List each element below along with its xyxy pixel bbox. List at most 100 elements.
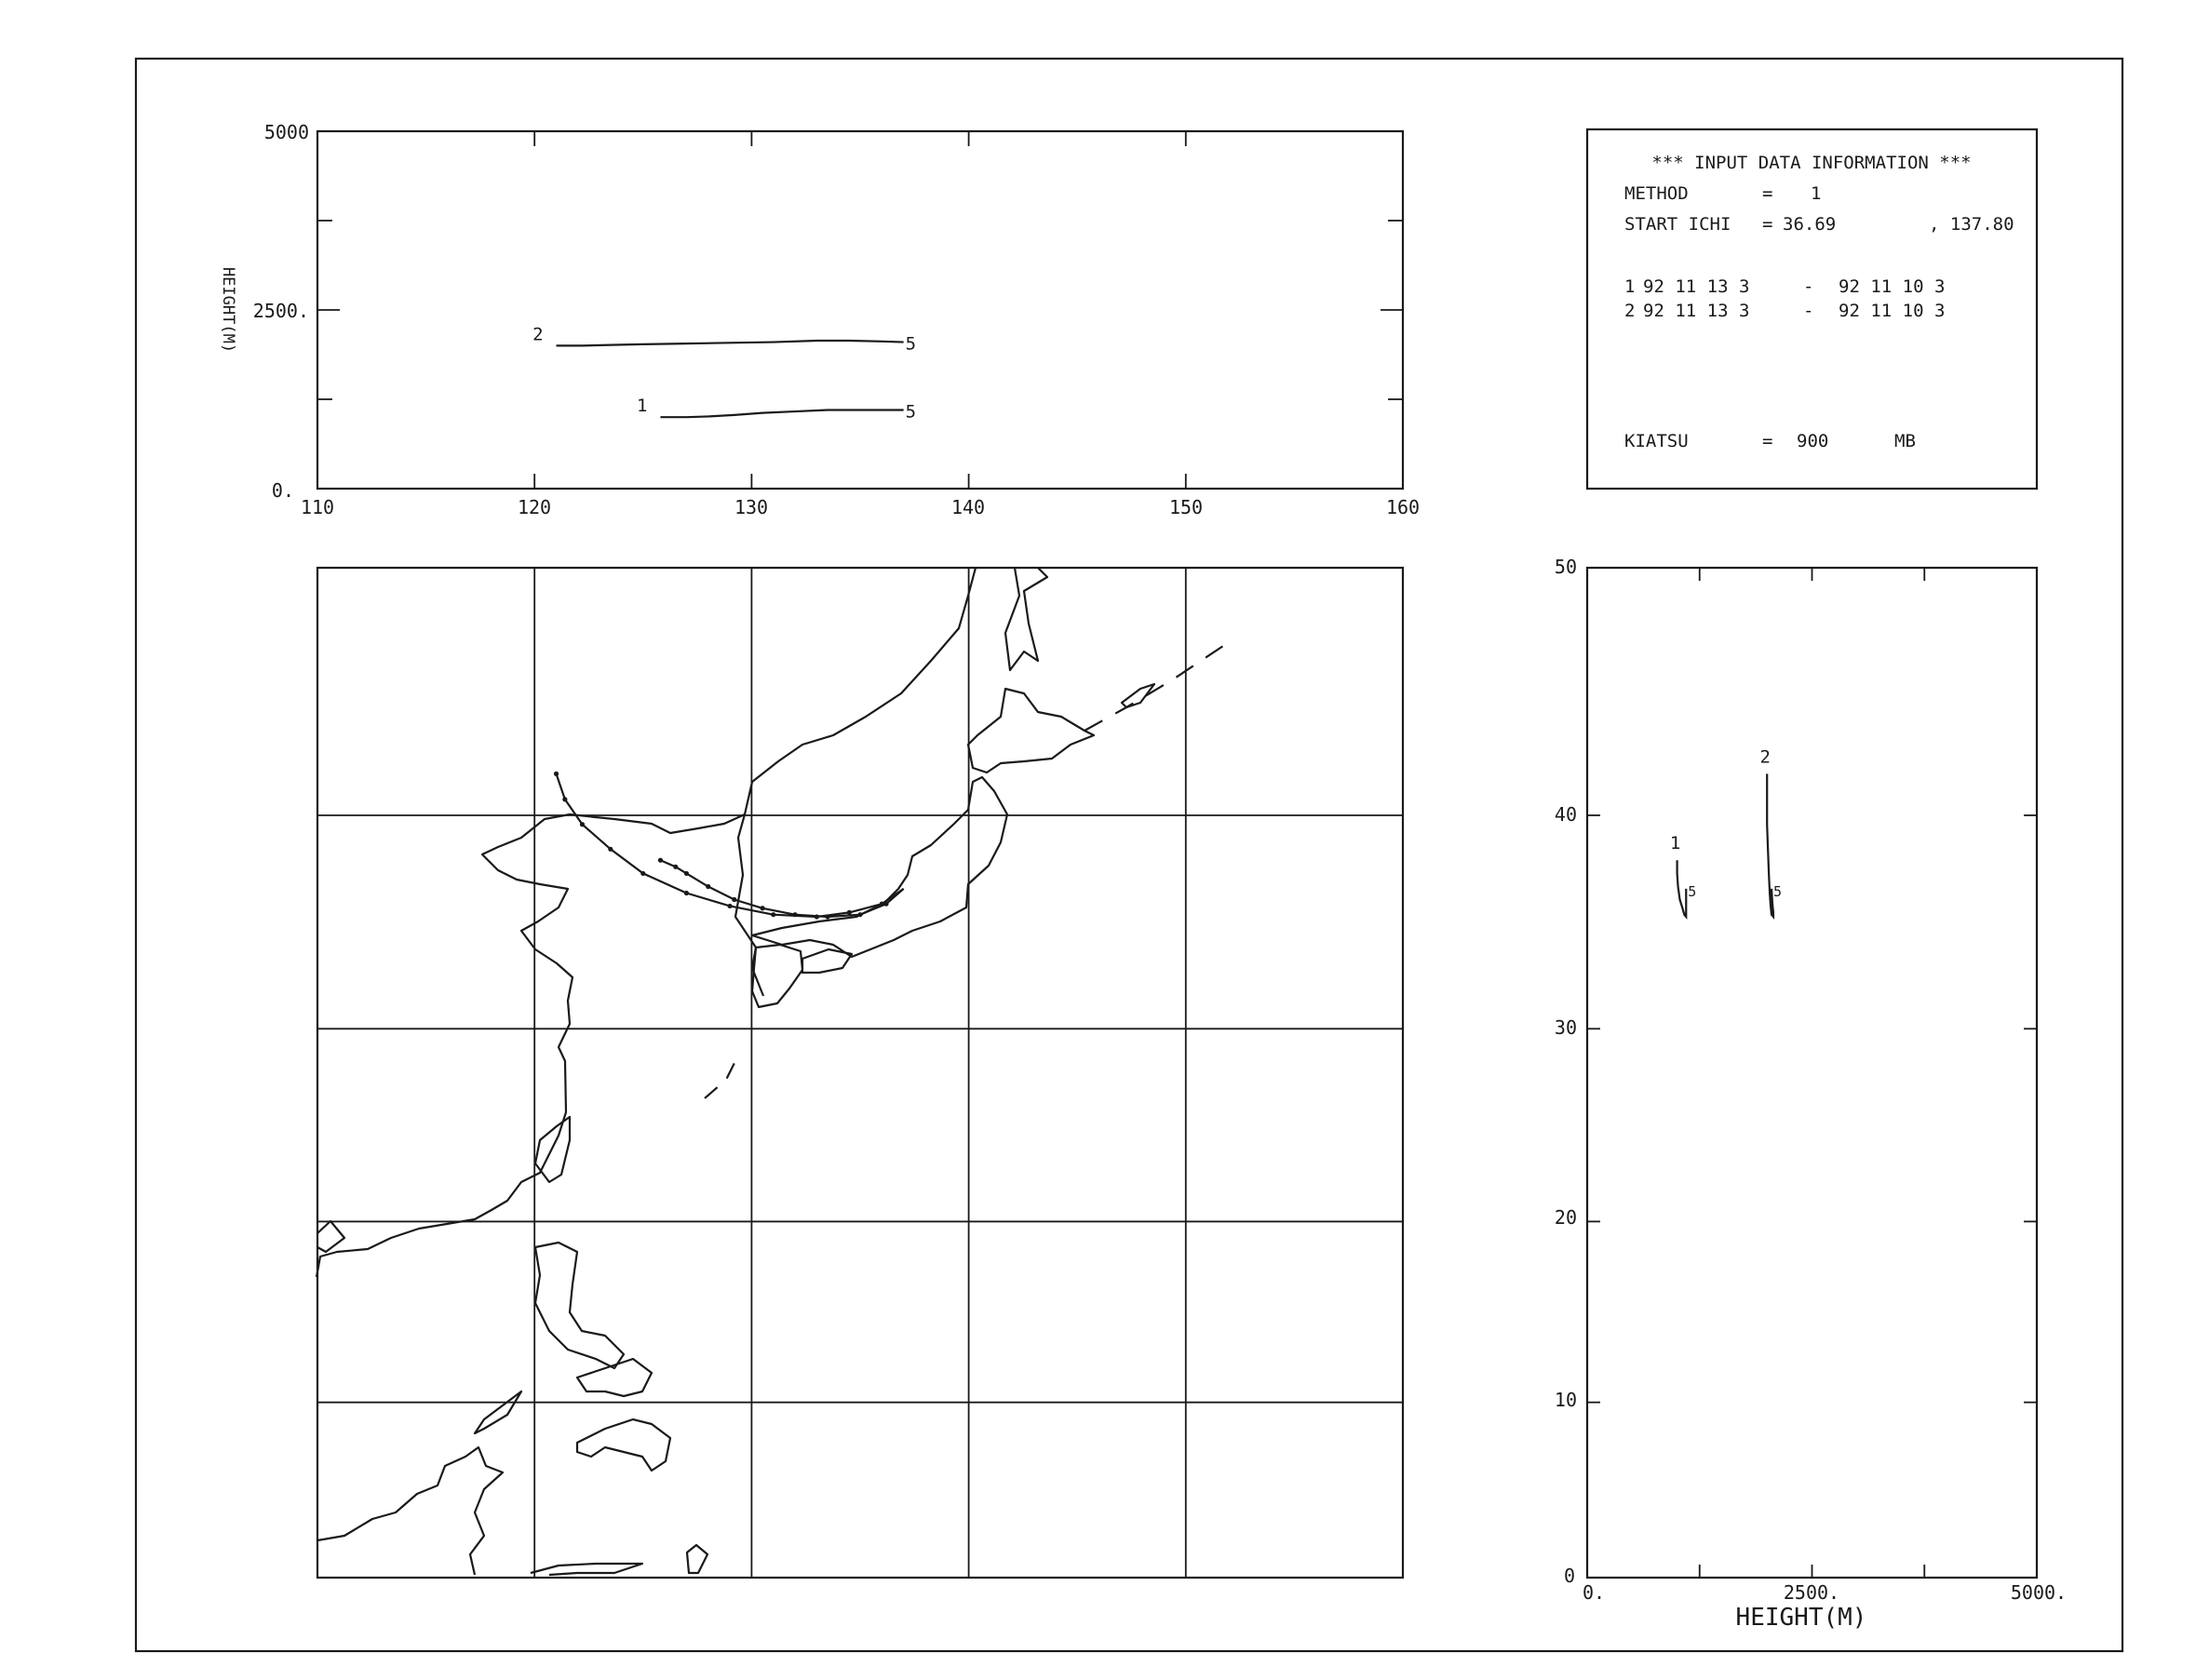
input-data-info-box: *** INPUT DATA INFORMATION *** METHOD = … bbox=[1585, 128, 2039, 491]
coastline-taiwan bbox=[533, 1115, 572, 1184]
top-trajectory-end-label-1: 1 bbox=[637, 396, 647, 416]
top-ytick-5000: 5000 bbox=[264, 121, 309, 143]
top-xtick-140: 140 bbox=[951, 496, 985, 518]
coastline-kuril bbox=[1120, 682, 1156, 709]
map-trajectory-point-1 bbox=[857, 912, 863, 918]
row-1-end: 92 11 10 3 bbox=[1839, 276, 1945, 297]
coastline-honshu bbox=[750, 775, 1009, 959]
coastline-visayas bbox=[575, 1357, 653, 1398]
map-trajectory-point-1 bbox=[760, 906, 765, 911]
map-graticule bbox=[317, 568, 1403, 1578]
map-trajectory-point-2 bbox=[579, 822, 586, 827]
dashed-arc-ryukyu bbox=[704, 1051, 741, 1099]
kiatsu-eq: = bbox=[1762, 431, 1772, 451]
coastline-mindanao bbox=[575, 1418, 672, 1472]
side-trajectory-1 bbox=[1676, 860, 1688, 921]
method-label: METHOD bbox=[1624, 183, 1689, 204]
row-1-dash: - bbox=[1803, 276, 1813, 297]
map-trajectories bbox=[553, 771, 905, 920]
start-eq: = bbox=[1762, 214, 1772, 235]
top-xtick-150: 150 bbox=[1169, 496, 1203, 518]
top-trajectory-start-label-2: 5 bbox=[906, 334, 916, 355]
side-trajectory-start-label-2: 5 bbox=[1773, 883, 1782, 900]
coastline-hainan bbox=[317, 1219, 346, 1254]
method-value: 1 bbox=[1811, 183, 1821, 204]
top-xtick-160: 160 bbox=[1386, 496, 1420, 518]
map-trajectory-point-1 bbox=[706, 883, 711, 890]
top-trajectory-1 bbox=[660, 409, 904, 419]
side-xtick-2500: 2500. bbox=[1784, 1581, 1839, 1604]
method-eq: = bbox=[1762, 183, 1772, 204]
side-height-panel: 0 10 20 30 40 50 0. 2500. 5000. HEIGHT(M… bbox=[1555, 556, 2067, 1632]
map-trajectory-point-2 bbox=[640, 870, 646, 877]
map-trajectory-point-2 bbox=[771, 912, 776, 918]
start-lat: 36.69 bbox=[1783, 214, 1836, 235]
top-trajectory-end-label-2: 2 bbox=[532, 324, 543, 344]
map-trajectory-point-1 bbox=[673, 864, 679, 869]
map-trajectory-point-1 bbox=[683, 870, 690, 877]
top-xtick-120: 120 bbox=[518, 496, 551, 518]
top-ticks bbox=[317, 131, 1403, 489]
dashed-arc-kuril bbox=[1084, 641, 1230, 732]
side-ytick-30: 30 bbox=[1555, 1016, 1577, 1039]
kiatsu-unit: MB bbox=[1894, 431, 1916, 451]
top-y-axis-label: HEIGHT(M) bbox=[219, 267, 237, 353]
start-lon: , 137.80 bbox=[1929, 214, 2014, 235]
coastline-luzon bbox=[533, 1241, 626, 1370]
map-trajectory-point-2 bbox=[846, 909, 852, 915]
coastline-mainland bbox=[315, 567, 977, 1278]
map-trajectory-point-1 bbox=[732, 896, 737, 903]
kiatsu-value: 900 bbox=[1797, 431, 1828, 451]
coastline-shikoku bbox=[801, 948, 854, 974]
coastline-borneo bbox=[530, 1562, 644, 1577]
top-ytick-2500: 2500. bbox=[253, 300, 309, 322]
side-trajectory-start-label-1: 5 bbox=[1688, 883, 1696, 900]
map-trajectory-point-1 bbox=[657, 857, 664, 863]
start-label: START ICHI bbox=[1624, 214, 1731, 235]
info-box-frame bbox=[1585, 128, 2039, 491]
coastlines bbox=[315, 567, 1230, 1577]
map-trajectory-point-2 bbox=[553, 771, 559, 776]
top-x-tick-labels: 110 120 130 140 150 160 bbox=[301, 496, 1420, 518]
side-trajectory-end-label-1: 1 bbox=[1670, 833, 1680, 853]
side-ytick-40: 40 bbox=[1555, 803, 1577, 826]
coastline-sakhalin bbox=[1004, 567, 1049, 672]
side-xtick-5000: 5000. bbox=[2011, 1581, 2067, 1604]
top-height-panel: 110 120 130 140 150 160 0. 2500. 5000 HE… bbox=[219, 121, 1420, 518]
side-xtick-0: 0. bbox=[1583, 1581, 1605, 1604]
row-2-end: 92 11 10 3 bbox=[1839, 301, 1945, 321]
row-2-dash: - bbox=[1803, 301, 1813, 321]
coastline-hokkaido bbox=[966, 687, 1096, 774]
top-trajectory-2 bbox=[556, 339, 904, 347]
top-y-tick-labels: 0. 2500. 5000 bbox=[253, 121, 309, 502]
info-header: *** INPUT DATA INFORMATION *** bbox=[1651, 153, 1971, 173]
side-trajectory-2 bbox=[1766, 773, 1775, 921]
map-trajectory-point-2 bbox=[608, 846, 613, 852]
coastline-kyushu bbox=[750, 943, 804, 1009]
top-ytick-0: 0. bbox=[272, 479, 294, 502]
map-trajectory-point-2 bbox=[814, 914, 819, 920]
map-trajectory-2 bbox=[555, 773, 905, 919]
side-panel-frame bbox=[1585, 566, 2039, 1579]
side-ytick-50: 50 bbox=[1555, 556, 1577, 578]
top-xtick-110: 110 bbox=[301, 496, 334, 518]
coastline-palawan bbox=[473, 1390, 523, 1435]
side-x-tick-labels: 0. 2500. 5000. bbox=[1583, 1581, 2067, 1604]
trajectory-map bbox=[315, 566, 1405, 1579]
map-trajectory-point-2 bbox=[562, 797, 568, 802]
side-ytick-0: 0 bbox=[1564, 1565, 1575, 1587]
side-y-tick-labels: 0 10 20 30 40 50 bbox=[1555, 556, 1577, 1587]
kiatsu-label: KIATSU bbox=[1624, 431, 1689, 451]
side-x-axis-label: HEIGHT(M) bbox=[1736, 1604, 1867, 1632]
side-ytick-10: 10 bbox=[1555, 1389, 1577, 1411]
coastline-small-island bbox=[685, 1543, 709, 1575]
map-frame bbox=[316, 566, 1405, 1579]
top-trajectory-start-label-1: 5 bbox=[906, 402, 916, 423]
row-1-start: 92 11 13 3 bbox=[1643, 276, 1749, 297]
map-trajectory-point-2 bbox=[683, 890, 690, 896]
top-panel-frame bbox=[316, 129, 1405, 491]
row-2-start: 92 11 13 3 bbox=[1643, 301, 1749, 321]
